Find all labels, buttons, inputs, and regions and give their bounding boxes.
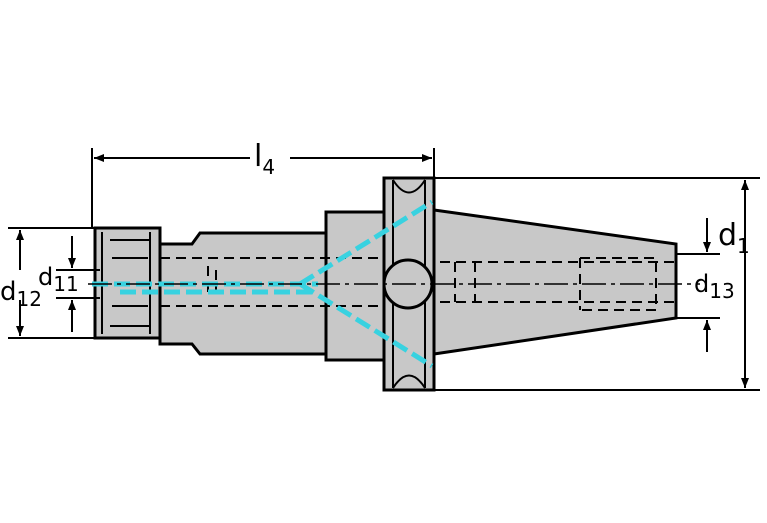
holder-body <box>93 176 678 392</box>
coolant-lower-branch <box>298 281 434 369</box>
coolant-upper-branch <box>298 199 434 287</box>
dim-d11: d11 <box>38 236 100 332</box>
dim-d12-label: d12 <box>0 277 42 311</box>
collet-slots <box>101 232 151 334</box>
dim-d12: d12 <box>0 227 95 339</box>
dim-d13: d13 <box>676 218 735 352</box>
neck-large <box>324 210 386 362</box>
dim-l4: l4 <box>91 139 435 228</box>
dim-d11-label: d11 <box>38 263 79 296</box>
dim-d13-label: d13 <box>694 270 735 303</box>
dim-d1: d1 <box>434 177 760 391</box>
dim-l4-label: l4 <box>254 139 275 179</box>
dim-d1-label: d1 <box>718 218 750 258</box>
taper-shank <box>432 208 678 356</box>
